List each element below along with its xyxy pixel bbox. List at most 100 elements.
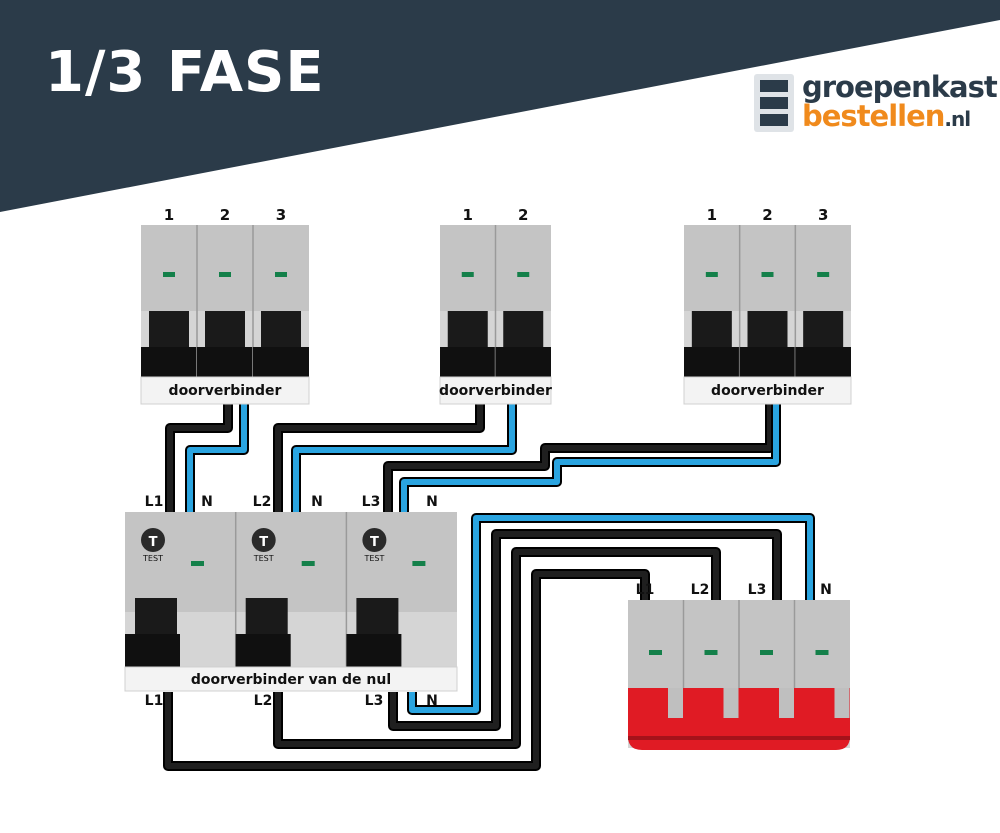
indicator-mark	[649, 650, 662, 655]
wire-live-1-outline	[165, 402, 233, 512]
connector-strip	[124, 666, 458, 692]
rcd-top-terminal-L1: L1	[145, 494, 164, 510]
connector-strip	[140, 376, 310, 405]
rcd-bottom-terminal-N: N	[426, 693, 438, 709]
pole-number-2: 2	[518, 206, 528, 224]
switch-lever	[356, 598, 399, 634]
test-button	[362, 528, 387, 552]
test-button-glyph: T	[370, 535, 379, 550]
wire-neutral-2	[293, 402, 515, 512]
lever-base	[141, 347, 197, 377]
main-terminal-N: N	[820, 582, 832, 598]
header-banner: 1/3 FASE groepenkast bestellen.nl	[0, 0, 1000, 240]
handle-gap	[779, 688, 794, 718]
handle-gap	[723, 688, 739, 718]
switch-lever	[261, 311, 301, 347]
main-switch-handle	[628, 688, 850, 750]
lever-base	[253, 347, 309, 377]
rcd-bottom-terminal-L3: L3	[365, 693, 384, 709]
lever-base	[795, 347, 851, 377]
indicator-mark	[517, 272, 530, 277]
rcd-top-terminal-L3: L3	[362, 494, 381, 510]
wire-main-n	[409, 515, 813, 713]
test-label: TEST	[142, 554, 163, 563]
pole-number-1: 1	[463, 206, 473, 224]
rcd-bottom-terminal-L2: L2	[254, 693, 273, 709]
main-switch	[628, 600, 850, 750]
banner-background	[0, 0, 1000, 212]
lever-base	[125, 634, 180, 667]
wire-live-3	[385, 402, 773, 512]
top-breaker-1	[140, 225, 310, 405]
wire-neutral-3-outline	[399, 402, 781, 512]
lever-base	[197, 347, 253, 377]
indicator-mark	[412, 561, 426, 566]
wires	[163, 402, 815, 771]
lever-base	[739, 347, 796, 377]
switch-lever	[747, 311, 788, 347]
rcd-top-terminal-N: N	[311, 494, 323, 510]
wire-neutral-1-outline	[185, 402, 249, 512]
wire-live-2	[275, 402, 483, 512]
pole-number-2: 2	[762, 206, 772, 224]
connector-label: doorverbinder	[169, 383, 282, 399]
handle-gap	[834, 688, 850, 718]
indicator-mark	[275, 272, 287, 277]
pole-number-1: 1	[707, 206, 717, 224]
switch-lever	[447, 311, 488, 347]
indicator-mark	[704, 650, 718, 655]
indicator-mark	[163, 272, 175, 277]
switch-lever	[245, 598, 288, 634]
logo-text-groepenkast: groepenkast	[802, 70, 998, 104]
lever-base	[235, 634, 291, 667]
test-button-glyph: T	[149, 535, 158, 550]
connector-label: doorverbinder	[439, 383, 552, 399]
wire-main-l2	[275, 549, 719, 747]
switch-lever	[135, 598, 177, 634]
switch-lever	[205, 311, 245, 347]
connector-strip	[683, 376, 852, 405]
wire-main-l3	[390, 531, 780, 729]
rcd-face	[125, 512, 457, 612]
top-breaker-3	[683, 225, 852, 405]
logo-text-suffix: .nl	[944, 107, 971, 131]
brand-logo: groepenkast bestellen.nl	[752, 70, 998, 140]
breaker-face	[684, 225, 851, 311]
cabinet-logo-icon	[754, 74, 794, 132]
handle-shade	[628, 736, 850, 740]
test-button	[141, 528, 165, 552]
indicator-mark	[461, 272, 474, 277]
main-terminal-L1: L1	[636, 582, 655, 598]
switch-lever	[691, 311, 732, 347]
test-label: TEST	[253, 554, 274, 563]
main-terminal-L3: L3	[748, 582, 767, 598]
wire-main-l1	[165, 571, 648, 769]
indicator-mark	[705, 272, 718, 277]
indicator-mark	[815, 650, 829, 655]
test-button	[251, 528, 276, 552]
lever-base	[346, 634, 402, 667]
test-label: TEST	[363, 554, 384, 563]
lever-base	[684, 347, 740, 377]
main-terminal-L2: L2	[691, 582, 710, 598]
rcd-bottom-terminal-L1: L1	[145, 693, 164, 709]
wire-neutral-3	[401, 402, 779, 512]
lever-base	[495, 347, 551, 377]
wire-neutral-1	[187, 402, 247, 512]
handle-gap	[668, 688, 683, 718]
top-breaker-2	[439, 225, 552, 405]
page-title: 1/3 FASE	[45, 40, 325, 105]
pole-number-3: 3	[818, 206, 828, 224]
indicator-mark	[761, 272, 774, 277]
rcd-top-terminal-N: N	[201, 494, 213, 510]
lever-base	[440, 347, 496, 377]
pole-number-2: 2	[220, 206, 230, 224]
indicator-mark	[817, 272, 830, 277]
breaker-face	[141, 225, 309, 311]
indicator-mark	[760, 650, 773, 655]
pole-number-1: 1	[164, 206, 174, 224]
connector-label: doorverbinder	[711, 383, 824, 399]
